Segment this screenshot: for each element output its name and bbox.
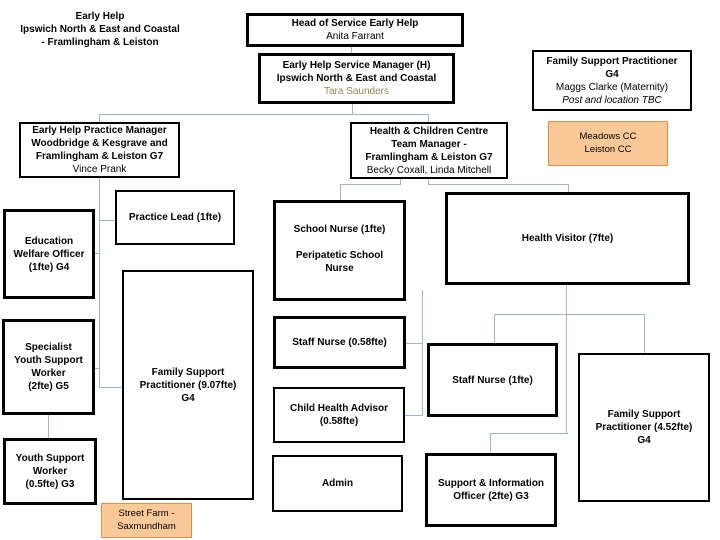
box-text-line: Practitioner (9.07fte) xyxy=(139,379,237,391)
connector-line xyxy=(490,433,568,435)
box-text-line: Meadows CC xyxy=(579,131,637,143)
connector-line xyxy=(404,415,422,417)
box-text-line: G4 xyxy=(605,68,619,80)
box-text-line: Leiston CC xyxy=(584,143,632,155)
connector-line xyxy=(99,114,101,123)
connector-line xyxy=(644,314,646,354)
box-text-line: Family Support Practitioner xyxy=(546,55,678,67)
box-text-line: Ipswich North & East and Coastal xyxy=(276,73,437,84)
box-text-line: Team Manager - xyxy=(391,138,467,150)
box-text-line: Early Help Service Manager (H) xyxy=(282,60,431,71)
box-text-line: Health Visitor (7fte) xyxy=(521,233,614,244)
box-text-line: Saxmundham xyxy=(117,520,176,532)
box-text-line: Becky Coxall, Linda Mitchell xyxy=(366,164,492,176)
box-text-line: (0.5fte) G3 xyxy=(25,479,75,490)
connector-line xyxy=(99,387,123,389)
box-staff-nurse-058[interactable]: Staff Nurse (0.58fte) xyxy=(273,316,406,369)
box-text-line: Early Help xyxy=(75,10,125,22)
connector-line xyxy=(494,314,645,316)
box-text-line: Staff Nurse (1fte) xyxy=(452,374,533,386)
box-text-line: Framlingham & Leiston G7 xyxy=(365,151,493,163)
connector-line xyxy=(400,178,402,185)
connector-line xyxy=(48,414,50,439)
box-text-line: Anita Farrant xyxy=(326,31,384,42)
box-text-line: Ipswich North & East and Coastal xyxy=(20,23,180,35)
connector-line xyxy=(490,433,492,454)
box-early-help-service-manager[interactable]: Early Help Service Manager (H) Ipswich No… xyxy=(258,53,455,104)
box-text-line: Nurse xyxy=(325,263,354,274)
box-text-line: Maggs Clarke (Maternity) xyxy=(555,81,669,93)
box-text-line: Head of Service Early Help xyxy=(291,18,419,29)
box-text-line: Youth Support xyxy=(14,355,83,366)
connector-line xyxy=(568,184,570,193)
connector-line xyxy=(352,104,354,114)
box-text-line: Support & Information xyxy=(437,478,545,489)
box-admin[interactable]: Admin xyxy=(272,455,403,512)
box-text-line: Education xyxy=(24,235,74,247)
box-text-line: School Nurse (1fte) xyxy=(293,224,386,235)
box-text-line: Tara Saunders xyxy=(323,86,390,97)
box-text-line: Vince Prank xyxy=(72,164,127,175)
box-text-line: Woodbridge & Kesgrave and xyxy=(31,138,168,149)
connector-line xyxy=(99,178,101,388)
box-text-line: Practitioner (4.52fte) xyxy=(595,422,693,433)
connector-line xyxy=(340,184,401,186)
box-text-line: (2fte) G5 xyxy=(28,381,69,392)
box-text-line: Welfare Officer xyxy=(13,248,85,260)
box-text-line: Peripatetic School xyxy=(295,250,384,261)
connector-line xyxy=(428,178,430,185)
box-text-line: Worker xyxy=(31,368,66,379)
box-text-line: Street Farm - xyxy=(118,508,175,520)
box-health-visitor[interactable]: Health Visitor (7fte) xyxy=(445,192,690,285)
box-text-line: Youth Support xyxy=(15,453,85,464)
box-text-line: Practice Lead (1fte) xyxy=(128,212,222,223)
box-text-line: Family Support xyxy=(151,366,225,378)
connector-line xyxy=(99,114,429,116)
connector-line xyxy=(428,184,569,186)
box-text-line: Specialist xyxy=(25,342,72,353)
connector-line xyxy=(566,284,568,434)
connector-line xyxy=(422,290,424,416)
box-text-line: Framlingham & Leiston G7 xyxy=(35,151,164,162)
box-text-line: (0.58fte) xyxy=(319,416,359,427)
box-text-line: Admin xyxy=(321,478,354,489)
box-text-line: Family Support xyxy=(607,409,681,420)
connector-line xyxy=(93,253,100,255)
box-text-line: Staff Nurse (0.58fte) xyxy=(292,337,387,348)
box-text-line: Health & Children Centre xyxy=(369,125,489,137)
box-text-line: - Framlingham & Leiston xyxy=(41,36,159,48)
connector-line xyxy=(405,343,422,345)
connector-line xyxy=(351,47,353,54)
connector-line xyxy=(428,114,430,123)
box-text-line: Child Health Advisor xyxy=(290,403,388,414)
box-street-farm-saxmundham[interactable]: Street Farm -Saxmundham xyxy=(101,503,192,538)
box-text-line: Worker xyxy=(32,466,68,477)
box-text-line: G4 xyxy=(637,435,651,446)
box-practice-lead[interactable]: Practice Lead (1fte) xyxy=(115,190,235,245)
connector-line xyxy=(93,368,100,370)
box-text-line: Post and location TBC xyxy=(562,94,662,106)
box-text-line: G4 xyxy=(181,392,195,404)
box-text-line: (1fte) G4 xyxy=(28,261,70,273)
box-text-line: Officer (2fte) G3 xyxy=(453,491,529,502)
connector-line xyxy=(340,184,342,201)
connector-line xyxy=(494,314,496,344)
box-child-health-advisor[interactable]: Child Health Advisor (0.58fte) xyxy=(273,387,405,443)
box-staff-nurse-1[interactable]: Staff Nurse (1fte) xyxy=(427,343,558,417)
connector-line xyxy=(99,220,116,222)
box-text-line: Early Help Practice Manager xyxy=(32,125,167,136)
